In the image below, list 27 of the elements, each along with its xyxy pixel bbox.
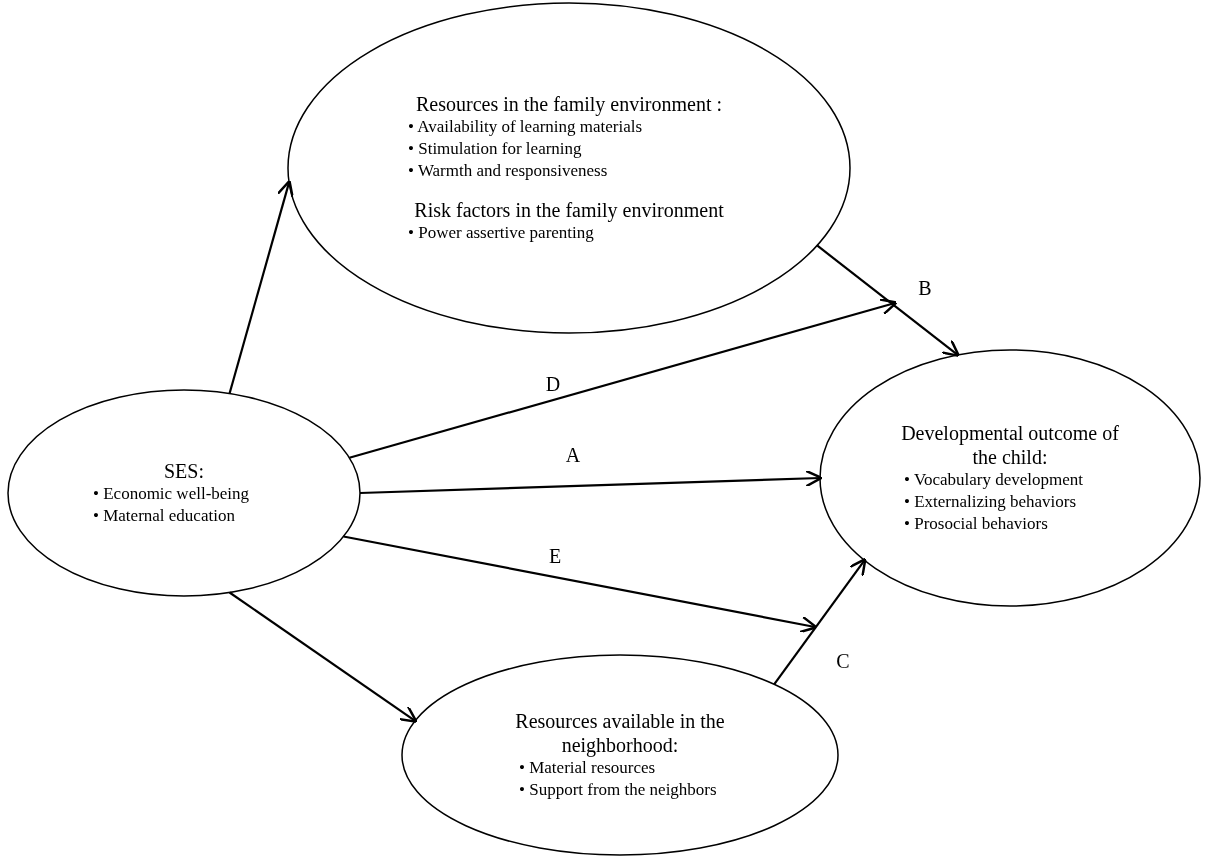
bullet-item: • Power assertive parenting <box>407 222 594 244</box>
bullet-item: • Vocabulary development <box>903 469 1084 491</box>
bullet-item: • Support from the neighbors <box>518 779 717 801</box>
bullet-item: • Stimulation for learning <box>407 138 582 160</box>
arrow <box>228 591 418 723</box>
arrow <box>359 469 823 495</box>
arrow <box>816 244 961 358</box>
node-heading: Developmental outcome of the child: <box>900 421 1120 469</box>
node-heading: Resources available in the neighborhood: <box>515 709 725 757</box>
bullet-item: • Prosocial behaviors <box>903 513 1048 535</box>
bullet-item: • Economic well-being <box>92 483 250 505</box>
arrow <box>343 535 818 634</box>
arrow <box>773 557 867 685</box>
bullet-item: • Availability of learning materials <box>407 116 643 138</box>
arrow <box>228 179 294 394</box>
node-heading: Resources in the family environment : <box>415 92 722 116</box>
bullet-item: • Externalizing behaviors <box>903 491 1077 513</box>
bullet-item: • Material resources <box>518 757 656 779</box>
ellipse <box>287 2 851 334</box>
bullet-item: • Maternal education <box>92 505 235 527</box>
ellipse <box>819 349 1201 607</box>
bullet-item: • Warmth and responsiveness <box>407 160 608 182</box>
node-heading: Risk factors in the family environment <box>414 198 724 222</box>
ellipse <box>401 654 839 856</box>
node-heading: SES: <box>164 459 204 483</box>
ellipse <box>7 389 361 597</box>
arrow <box>349 298 898 459</box>
